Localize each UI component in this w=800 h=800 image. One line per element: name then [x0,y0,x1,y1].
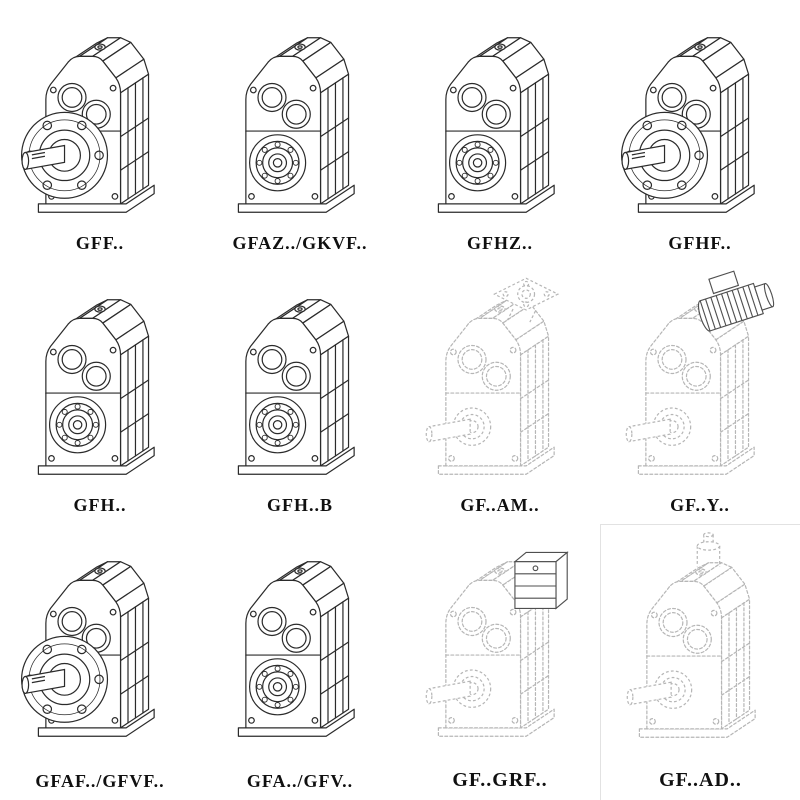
gearbox-drawing-gfhz [416,6,584,230]
gearbox-drawing-gfa-gfv [216,530,384,754]
catalog-cell-gfh: GFH.. [0,262,200,524]
model-label-gfh: GFH.. [73,495,127,515]
input-shaft-adapter [696,532,720,567]
model-label-gff: GFF.. [75,233,125,253]
catalog-cell-gfhf: GFHF.. [600,0,800,262]
adapter-block [513,551,569,610]
model-label-gfhf: GFHF.. [668,233,732,253]
catalog-cell-gfaf-gfvf: GFAF../GFVF.. [0,524,200,800]
model-label-gfh-b: GFH..B [266,495,333,515]
model-label-gf-y: GF..Y.. [670,495,730,515]
catalog-cell-gfaz-gkvf: GFAZ../GKVF.. [200,0,400,262]
model-label-gfhz: GFHZ.. [466,233,533,253]
gearbox-drawing-gfaf-gfvf [16,530,184,754]
model-label-gf-grf: GF..GRF.. [452,769,548,791]
gearbox-drawing-gf-y [616,270,775,492]
catalog-cell-gf-ad: GF..AD.. [600,524,800,800]
catalog-cell-gf-grf: GF..GRF.. [400,524,600,800]
model-label-gfa-gfv: GFA../GFV.. [246,771,354,791]
gearbox-drawing-gf-grf [416,551,569,754]
gearbox-drawing-gfhf [616,6,784,230]
gearbox-drawing-gfaz-gkvf [216,6,384,230]
gearbox-drawing-gfh-b [216,268,384,492]
gearbox-drawing-gff [16,6,184,230]
model-label-gfaf-gfvf: GFAF../GFVF.. [35,771,165,791]
catalog-cell-gff: GFF.. [0,0,200,262]
motor-block [697,270,775,332]
model-label-gf-am: GF..AM.. [460,495,540,515]
model-label-gfaz-gkvf: GFAZ../GKVF.. [232,233,368,253]
gearbox-drawing-gfh [16,268,184,492]
catalog-cell-gf-y: GF..Y.. [600,262,800,524]
model-label-gf-ad: GF..AD.. [659,769,742,791]
gearbox-drawing-gf-ad [617,532,785,755]
catalog-cell-gfh-b: GFH..B [200,262,400,524]
catalog-cell-gfhz: GFHZ.. [400,0,600,262]
catalog-cell-gfa-gfv: GFA../GFV.. [200,524,400,800]
catalog-cell-gf-am: GF..AM.. [400,262,600,524]
gearbox-drawing-gf-am [416,277,560,492]
